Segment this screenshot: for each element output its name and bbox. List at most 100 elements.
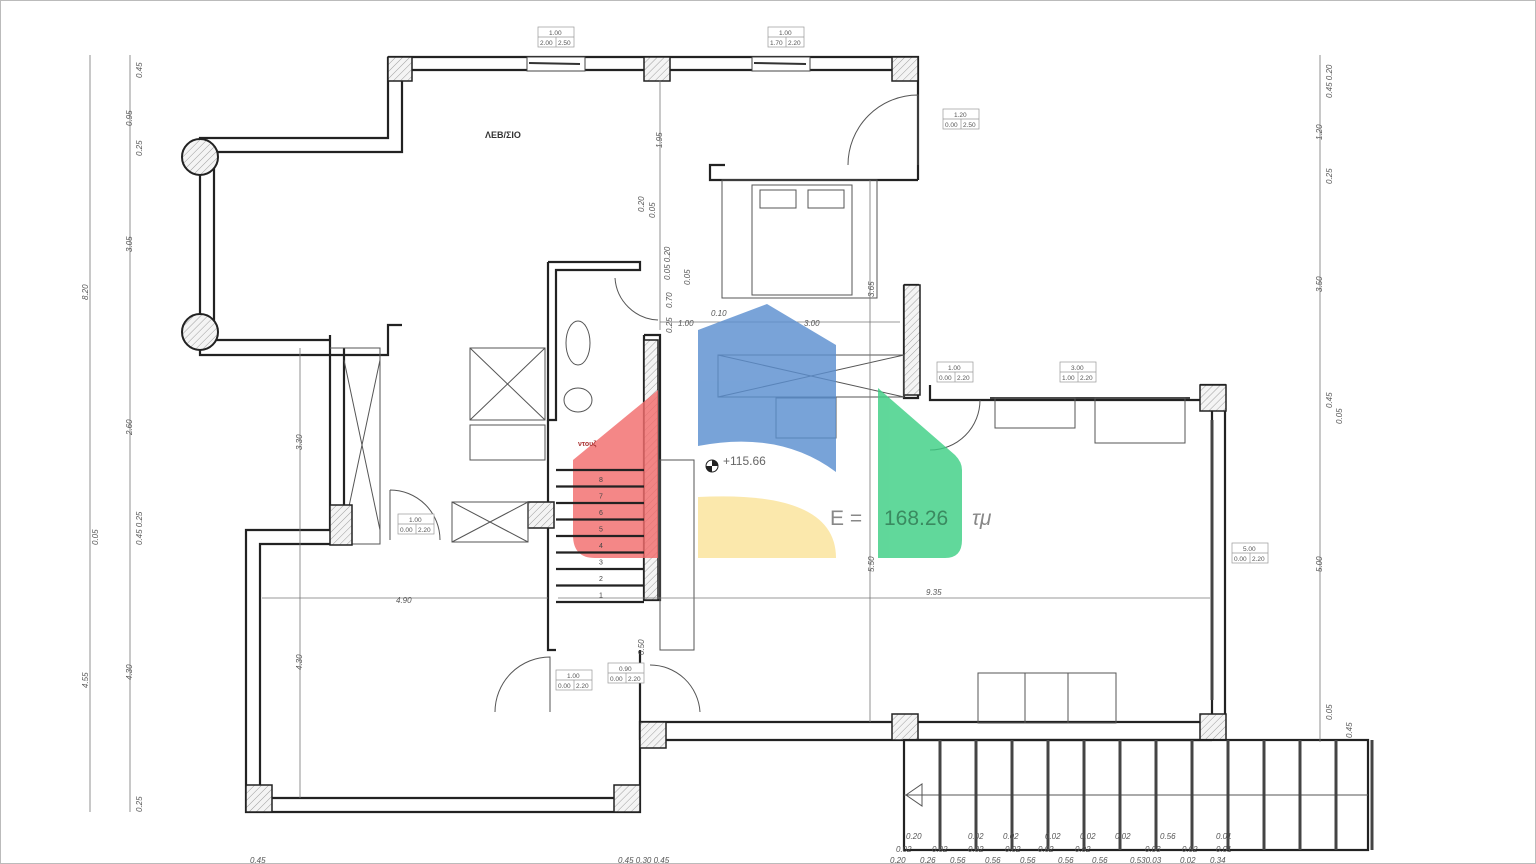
window-tag: 1.00 2.00 2.50 [537,26,575,48]
dimension-value: 8.20 [81,284,90,300]
dimension-value: 0.70 [665,292,674,308]
dimension-value: 0.530.03 [1130,856,1162,864]
window-height: 2.20 [418,527,431,534]
window-sill: 0.00 [945,122,958,129]
dimension-value: 0.05 [91,529,100,545]
dimension-lines [89,55,1321,812]
area-value: 168.26 [884,507,948,530]
window-sill: 0.00 [400,527,413,534]
window-height: 2.50 [558,40,571,47]
logo-blue-shape [698,304,836,472]
dimension-value: 0.05 0.20 [663,246,672,280]
window-tag: 1.00 0.00 2.20 [397,513,435,535]
dimension-value: 0.02 [1045,832,1061,841]
window-height: 2.20 [957,375,970,382]
dimension-value: 0.45 [1325,392,1334,408]
window-width: 5.00 [1243,546,1256,553]
dimension-value: 0.02 [1182,845,1198,854]
dimension-value: 0.95 [125,110,134,126]
dimension-value: 0.45 [1345,722,1354,738]
window-height: 2.20 [1252,556,1265,563]
window-height: 2.20 [788,40,801,47]
dimension-value: 0.50 [637,639,646,655]
dimension-value: 0.34 [1210,856,1226,864]
window-sill: 0.00 [558,683,571,690]
dimension-value: 1.20 [1315,124,1324,140]
dimension-value: 0.01 [1216,845,1232,854]
dimension-value: 3.65 [867,281,876,297]
dimension-value: 0.02 [1080,832,1096,841]
dimension-value: 0.45 [250,856,266,864]
dimension-value: 4.30 [125,664,134,680]
dimension-value: 0.05 [1325,704,1334,720]
dimension-value: 3.05 [125,236,134,252]
dimension-value: 0.02 [1003,832,1019,841]
dimension-value: 0.02 [968,832,984,841]
stair-step-number: 1 [599,593,603,600]
dimension-value: 3.30 [295,434,304,450]
dimension-value: 0.45 [135,62,144,78]
window-sill: 1.00 [1062,375,1075,382]
window-width: 1.00 [409,517,422,524]
dimension-value: 0.20 [637,196,646,212]
window-tag: 3.00 1.00 2.20 [1059,361,1097,383]
window-tag: 1.00 0.00 2.20 [936,361,974,383]
dimension-value: 0.20 [890,856,906,864]
dimension-value: 0.56 [985,856,1001,864]
stair-step-number: 4 [599,543,603,550]
stair-step-number: 6 [599,510,603,517]
dimension-value: 3.50 [1315,276,1324,292]
logo-yellow-shape [698,496,836,558]
dimension-value: 0.26 [920,856,936,864]
window-sill: 1.70 [770,40,783,47]
dimension-value: 0.56 [1058,856,1074,864]
area-label: E = [830,507,862,530]
dimension-value: 0.02 [932,845,948,854]
dimension-value: 0.45 0.25 [135,511,144,545]
dimension-value: 0.56 [1092,856,1108,864]
dimension-value: 2.60 [125,419,134,436]
window-width: 1.00 [948,365,961,372]
window-tag: 5.00 0.00 2.20 [1231,542,1269,564]
window-height: 2.20 [628,676,641,683]
area-unit: τμ [972,507,992,530]
dimension-value: 0.02 [896,845,912,854]
dimension-value: 0.01 [1216,832,1232,841]
window-sill: 0.00 [1234,556,1247,563]
dimension-value: 0.02 [968,845,984,854]
window-sill: 2.00 [540,40,553,47]
dimension-value: 9.35 [926,588,942,597]
room-label-living: ΛΕΒ/ΣΙΟ [485,130,521,140]
level-marker: +115.66 [705,454,766,473]
dimension-value: 5.50 [867,556,876,572]
dimension-value: 0.56 [1160,832,1176,841]
dimension-value: 0.25 [1325,168,1334,184]
dimension-value: 0.02 [1115,832,1131,841]
dimension-value: 1.95 [655,132,664,148]
dimension-value: 0.20 [906,832,922,841]
watermark-logo [573,304,962,558]
dimension-value: 0.25 [135,796,144,812]
area-annotation: E = 168.26 τμ [830,507,992,530]
window-sill: 0.00 [939,375,952,382]
dimension-value: 0.02 [1180,856,1196,864]
window-width: 1.20 [954,112,967,119]
stair-step-number: 8 [599,477,603,484]
dimension-value: 0.56 [1020,856,1036,864]
window-width: 1.00 [549,30,562,37]
deck [902,738,1374,852]
window-width: 3.00 [1071,365,1084,372]
stair-step-number: 3 [599,560,603,567]
stair-step-number: 2 [599,576,603,583]
window-width: 0.90 [619,666,632,673]
window-width: 1.00 [779,30,792,37]
dimension-value: 0.10 [711,309,727,318]
dimension-value: 1.00 [678,319,694,328]
window-height: 2.20 [1080,375,1093,382]
dimension-texts: 8.200.054.550.450.950.253.052.600.45 0.2… [81,62,1354,864]
dimension-value: 4.30 [295,654,304,670]
dimension-value: 3.00 [804,319,820,328]
